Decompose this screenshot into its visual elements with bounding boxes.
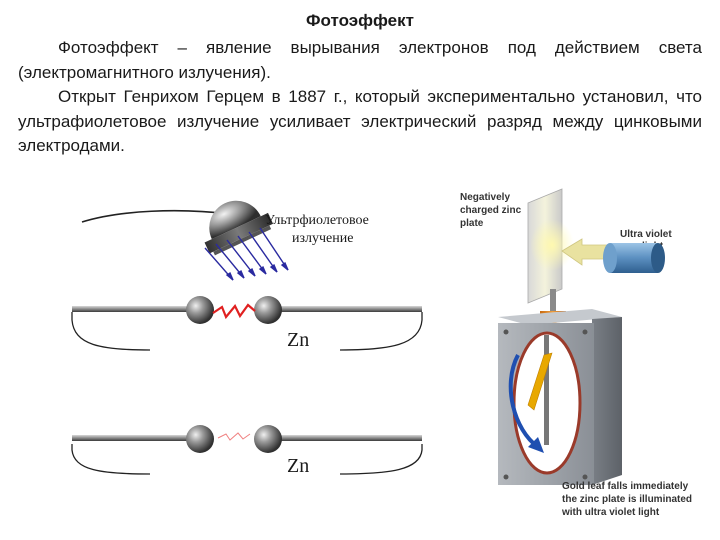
hertz-experiment-figure: Ультрфиолетовое излучение Zn Zn: [71, 200, 423, 477]
bottom-circuit-left-wire: [71, 444, 151, 475]
box-side: [592, 317, 622, 485]
uv-lamp: [204, 200, 274, 256]
bottom-right-rod: [270, 435, 422, 441]
leaf-fall-arrow: [508, 354, 540, 449]
zn-label-top: Zn: [287, 329, 309, 351]
bottom-left-electrode: [186, 425, 214, 453]
uv-rays: [204, 227, 289, 281]
lamp-label-line1: Ultra violet: [620, 229, 672, 240]
caption-line1: Gold leaf falls immediately: [562, 481, 689, 492]
page-title: Фотоэффект: [306, 11, 414, 30]
bottom-right-electrode: [254, 425, 282, 453]
uv-label-line1: Ультрфиолетовое: [265, 213, 369, 228]
top-right-rod: [270, 306, 422, 312]
weak-spark: [217, 432, 251, 441]
plate-label-line2: charged zinc: [460, 205, 522, 216]
history-paragraph: Открыт Генрихом Герцем в 1887 г., которы…: [18, 87, 702, 155]
plate-label-line3: plate: [460, 218, 484, 229]
electroscope-rod: [550, 289, 556, 319]
top-left-electrode: [186, 296, 214, 324]
electroscope-figure: Negatively charged zinc plate Ultra viol…: [460, 188, 692, 518]
uv-label-line2: излучение: [292, 231, 353, 246]
box-top: [498, 309, 622, 325]
strong-spark: [212, 303, 256, 320]
top-circuit-left-wire: [71, 312, 151, 351]
caption-line2: the zinc plate is illuminated: [562, 494, 692, 505]
bottom-left-rod: [72, 435, 200, 441]
gold-leaf: [527, 352, 553, 411]
zn-label-bottom: Zn: [287, 455, 309, 477]
uv-lamp-right: [603, 243, 665, 273]
top-right-electrode: [254, 296, 282, 324]
lamp-cable: [81, 209, 231, 223]
inner-rod: [544, 335, 549, 445]
top-circuit-right-wire: [339, 312, 423, 351]
light-glow: [530, 219, 574, 271]
definition-paragraph: Фотоэффект – явление вырывания электроно…: [18, 38, 702, 82]
caption-line3: with ultra violet light: [561, 507, 660, 518]
top-left-rod: [72, 306, 200, 312]
plate-label-line1: Negatively: [460, 192, 510, 203]
bottom-circuit-right-wire: [339, 444, 423, 475]
